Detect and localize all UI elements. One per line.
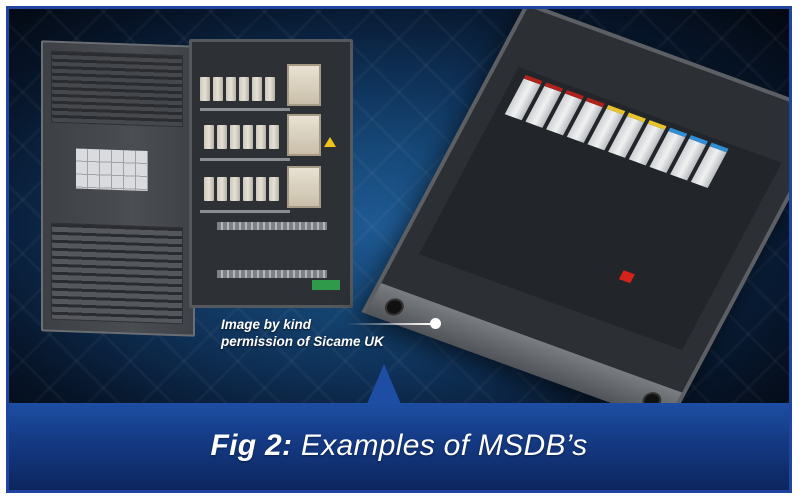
caption-band: Fig 2: Examples of MSDB’s <box>9 403 789 490</box>
warning-triangle-icon <box>324 137 336 147</box>
earth-terminal <box>312 280 340 290</box>
left-msdb-image <box>39 39 353 337</box>
door-vent-bottom <box>51 222 183 325</box>
busbar <box>217 222 327 230</box>
door-circuit-chart <box>76 148 148 192</box>
cabinet-body <box>189 39 353 308</box>
image-credit-callout: Image by kind permission of Sicame UK <box>221 316 441 350</box>
din-rail <box>200 158 290 161</box>
main-fuse-carrier <box>287 166 321 208</box>
breaker-row-1 <box>200 77 275 105</box>
callout-line-1: Image by kind <box>221 317 312 332</box>
figure-caption: Fig 2: Examples of MSDB’s <box>9 429 789 463</box>
mounting-panel <box>419 67 782 351</box>
cable-gland <box>381 295 408 319</box>
callout-dot-icon <box>430 318 441 329</box>
photo-area: Image by kind permission of Sicame UK <box>9 9 789 403</box>
cabinet-door <box>41 40 195 337</box>
din-rail <box>200 108 290 111</box>
caption-pointer-triangle <box>367 364 401 404</box>
right-msdb-image <box>361 9 789 403</box>
figure-description: Examples of MSDB’s <box>292 429 588 462</box>
figure-label: Fig 2: <box>210 429 293 462</box>
breaker-row-3 <box>204 177 279 205</box>
fuse-carrier-strip <box>504 74 729 189</box>
callout-line-2: permission of Sicame UK <box>221 334 384 349</box>
door-vent-top <box>51 50 183 128</box>
busbar <box>217 270 327 278</box>
din-rail <box>200 210 290 213</box>
main-fuse-carrier <box>287 114 321 156</box>
main-fuse-carrier <box>287 64 321 106</box>
breaker-row-2 <box>204 125 279 153</box>
callout-leader-line <box>346 323 432 325</box>
cable-gland <box>639 389 665 403</box>
red-fuse-puller <box>618 270 635 284</box>
